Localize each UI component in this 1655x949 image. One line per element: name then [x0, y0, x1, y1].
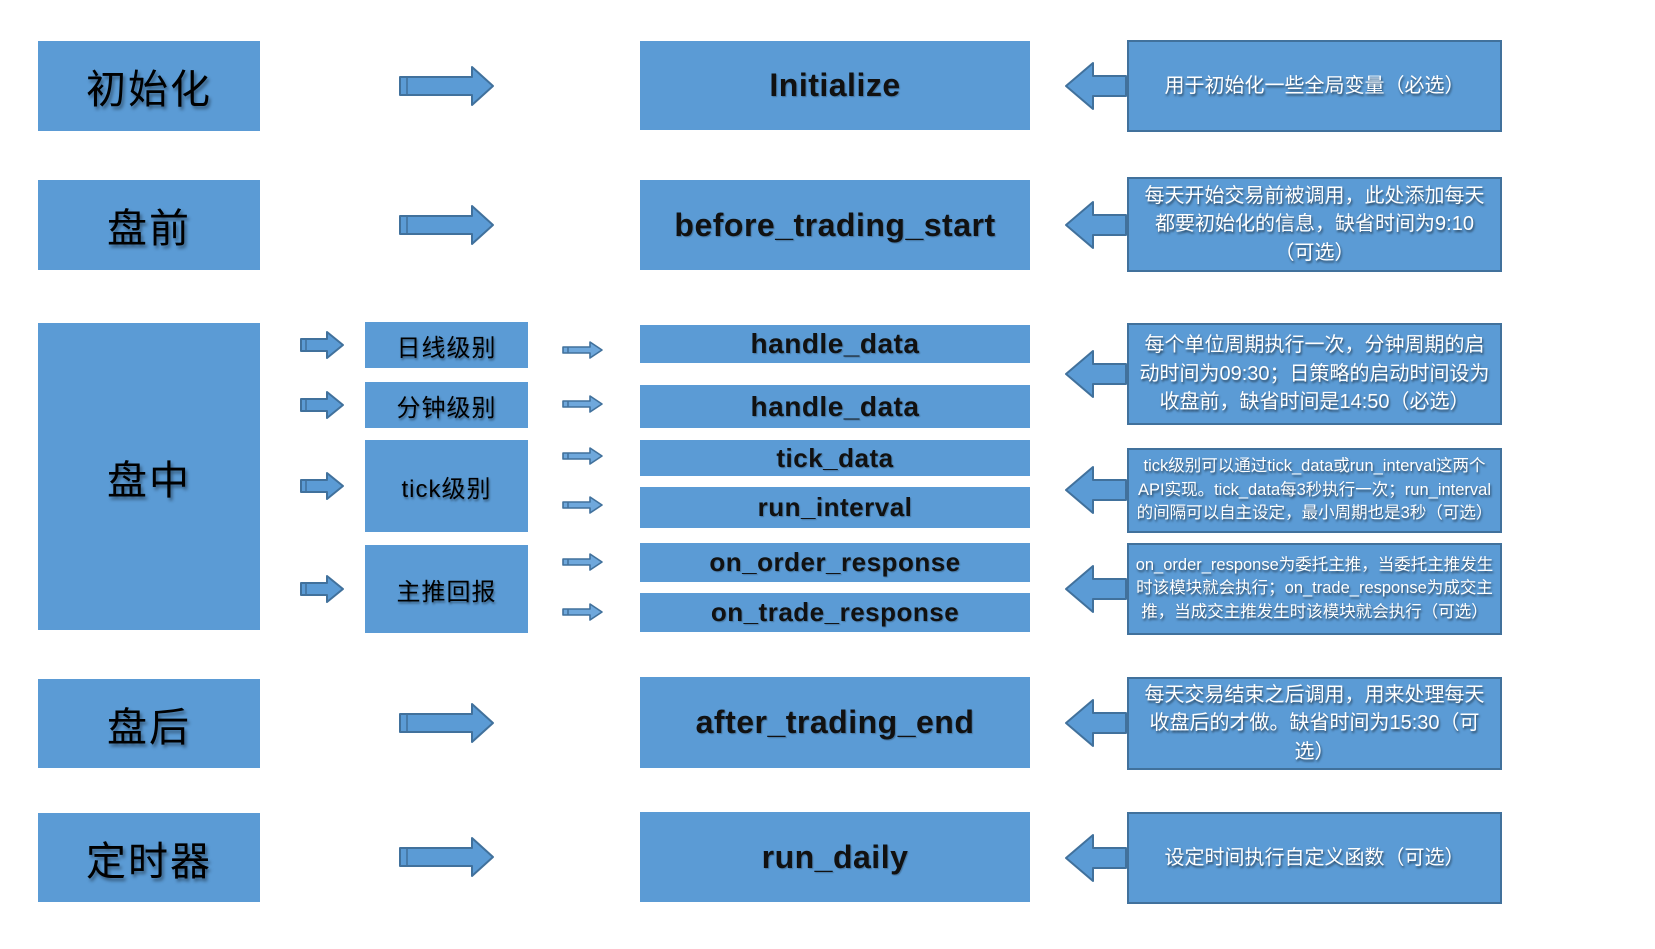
thin-right-arrow-icon	[562, 447, 603, 465]
stage-box-timer: 定时器	[38, 813, 260, 902]
thin-right-arrow-icon	[562, 341, 603, 359]
function-box-handle-data-minute: handle_data	[640, 385, 1030, 428]
thin-right-arrow-icon	[562, 603, 603, 621]
callout-left-arrow-icon	[1065, 834, 1127, 882]
description-box-push-callback: on_order_response为委托主推，当委托主推发生时该模块就会执行；o…	[1127, 543, 1502, 635]
callout-left-arrow-icon	[1065, 201, 1127, 249]
flow-right-arrow-icon	[399, 66, 494, 106]
sublevel-right-arrow-icon	[300, 575, 344, 603]
description-box-initialize: 用于初始化一些全局变量（必选）	[1127, 40, 1502, 132]
description-box-before-trading-start: 每天开始交易前被调用，此处添加每天都要初始化的信息，缺省时间为9:10（可选）	[1127, 177, 1502, 272]
sublevel-right-arrow-icon	[300, 472, 344, 500]
thin-right-arrow-icon	[562, 496, 603, 514]
callout-left-arrow-icon	[1065, 466, 1127, 514]
description-box-run-daily: 设定时间执行自定义函数（可选）	[1127, 812, 1502, 904]
function-box-run-interval: run_interval	[640, 487, 1030, 528]
function-box-initialize: Initialize	[640, 41, 1030, 130]
stage-box-intraday: 盘中	[38, 323, 260, 630]
flow-right-arrow-icon	[399, 703, 494, 743]
stage-box-pre-market: 盘前	[38, 180, 260, 270]
callout-left-arrow-icon	[1065, 350, 1127, 398]
flow-right-arrow-icon	[399, 205, 494, 245]
description-box-after-trading-end: 每天交易结束之后调用，用来处理每天收盘后的才做。缺省时间为15:30（可选）	[1127, 677, 1502, 770]
callout-left-arrow-icon	[1065, 62, 1127, 110]
stage-box-post-market: 盘后	[38, 679, 260, 768]
sublevel-box-push-callback: 主推回报	[365, 545, 528, 633]
description-box-tick-level: tick级别可以通过tick_data或run_interval这两个API实现…	[1127, 448, 1502, 533]
callout-left-arrow-icon	[1065, 699, 1127, 747]
function-box-on-order-response: on_order_response	[640, 543, 1030, 582]
sublevel-box-tick: tick级别	[365, 440, 528, 532]
sublevel-box-daily: 日线级别	[365, 322, 528, 368]
function-box-handle-data-daily: handle_data	[640, 325, 1030, 363]
stage-box-initialize: 初始化	[38, 41, 260, 131]
function-box-run-daily: run_daily	[640, 812, 1030, 902]
sublevel-box-minute: 分钟级别	[365, 382, 528, 428]
function-box-after-trading-end: after_trading_end	[640, 677, 1030, 768]
sublevel-right-arrow-icon	[300, 391, 344, 419]
thin-right-arrow-icon	[562, 395, 603, 413]
function-box-before-trading-start: before_trading_start	[640, 180, 1030, 270]
flow-right-arrow-icon	[399, 837, 494, 877]
callout-left-arrow-icon	[1065, 565, 1127, 613]
function-box-on-trade-response: on_trade_response	[640, 593, 1030, 632]
thin-right-arrow-icon	[562, 553, 603, 571]
function-box-tick-data: tick_data	[640, 440, 1030, 476]
description-box-handle-data: 每个单位周期执行一次，分钟周期的启动时间为09:30；日策略的启动时间设为收盘前…	[1127, 323, 1502, 425]
sublevel-right-arrow-icon	[300, 331, 344, 359]
